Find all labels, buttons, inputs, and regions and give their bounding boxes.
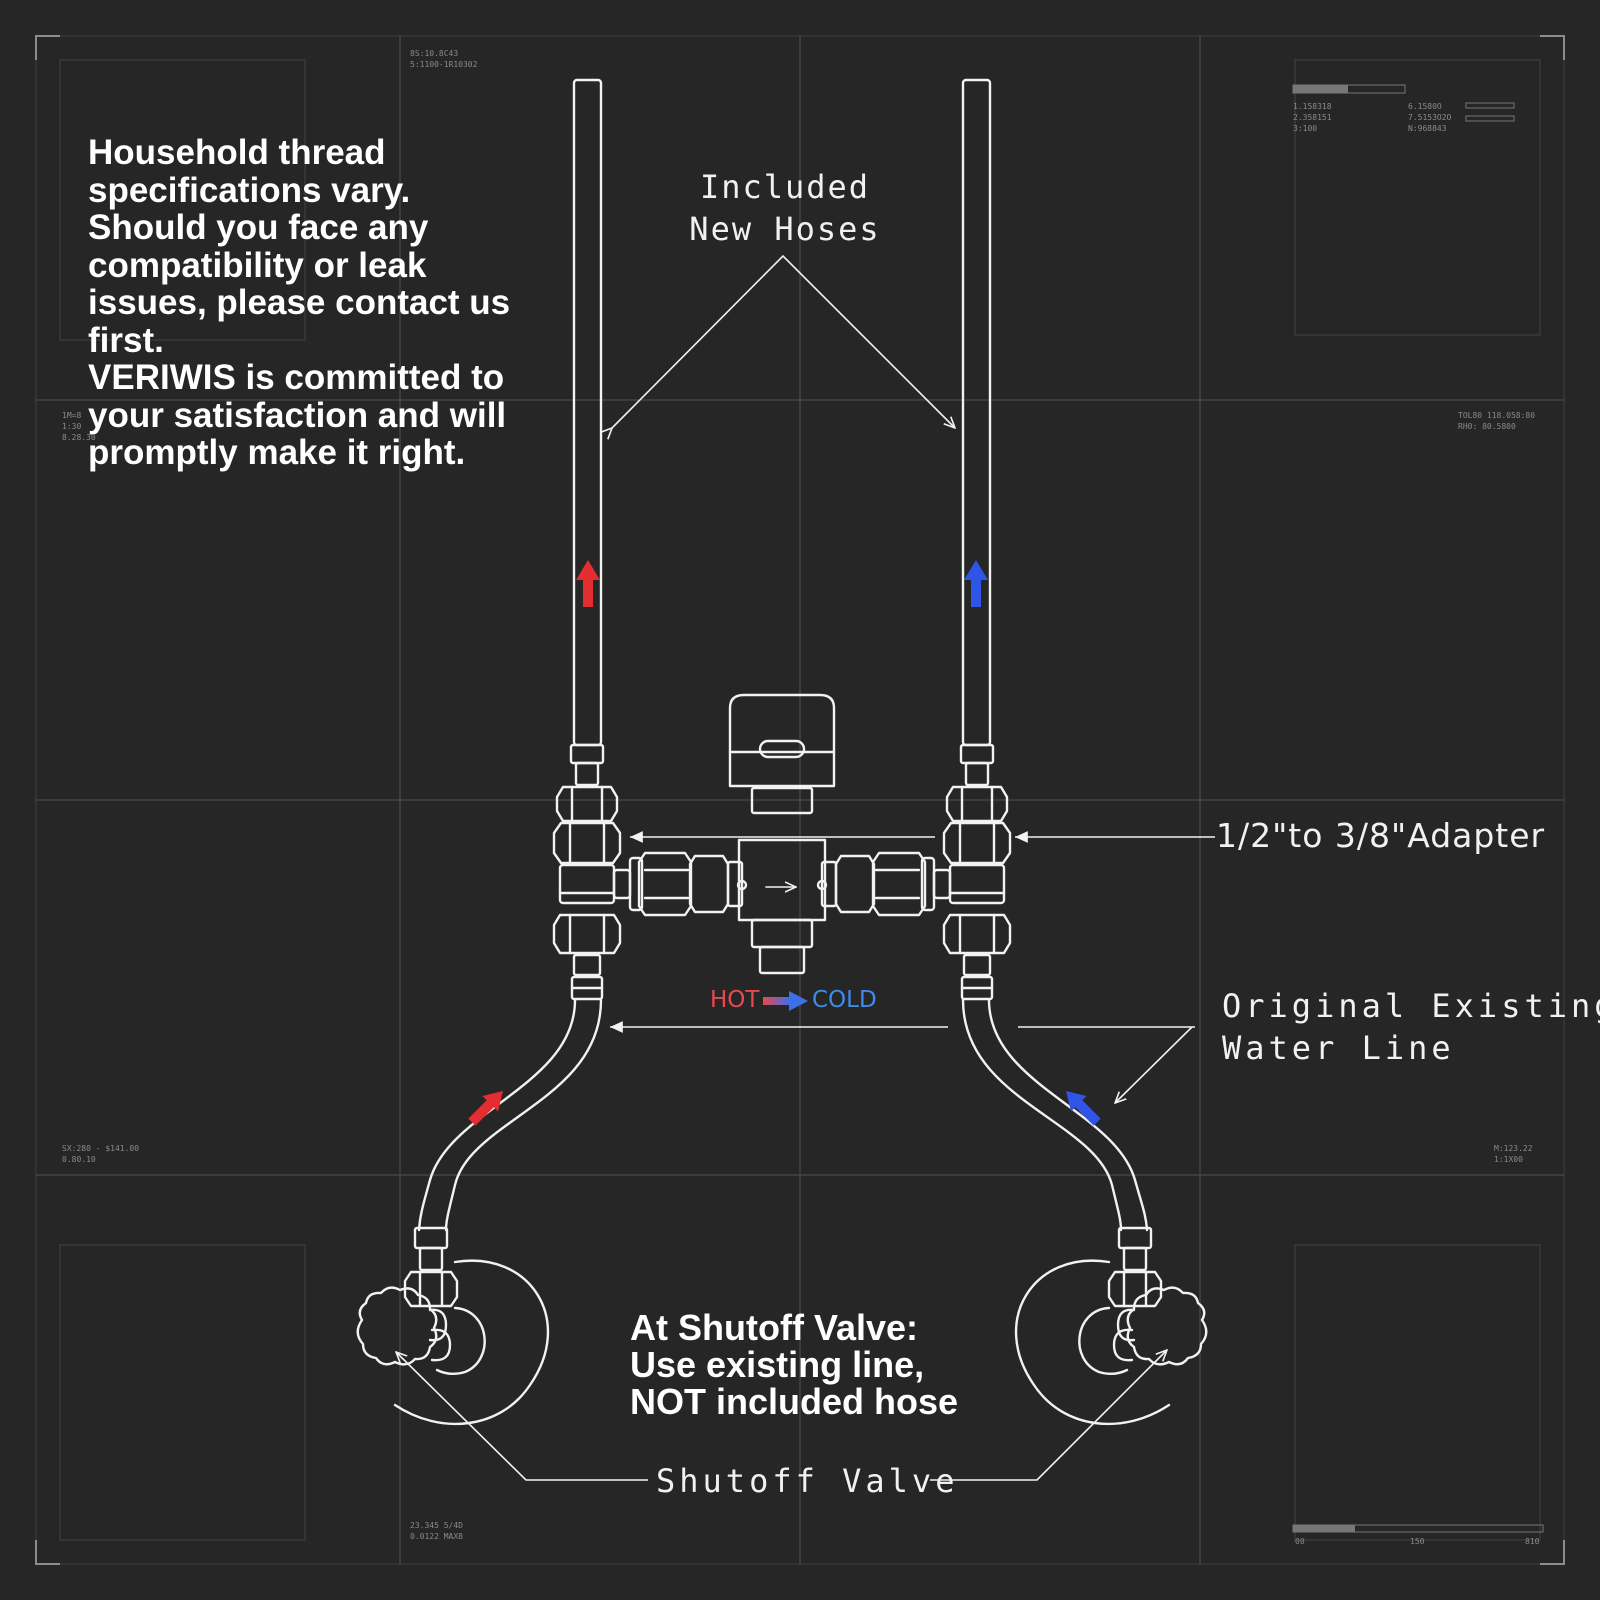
disclaimer-line: your satisfaction and will [88, 395, 507, 435]
blueprint-grid [35, 35, 1565, 1565]
title-block-text: 1:1X00 [1494, 1155, 1523, 1164]
disclaimer-line: first. [88, 320, 164, 360]
title-block-text: 1.158318 [1293, 102, 1332, 111]
original-water-line-label: Original Existing Water Line [1222, 985, 1600, 1069]
title-block-text: TOL80 118.058:80 [1458, 411, 1536, 420]
hot-to-cold-arrow-icon [763, 991, 808, 1011]
shutoff-valve-note: At Shutoff Valve: Use existing line, NOT… [630, 1309, 958, 1420]
valve-handle-knob-icon [1126, 1286, 1208, 1366]
title-block-text: 1:30 [62, 422, 82, 431]
included-hoses-label-line: New Hoses [689, 210, 881, 248]
title-block-text: M:123.22 [1494, 1144, 1533, 1153]
left-fitting-stack [552, 743, 632, 1001]
title-block-top-left: 8S:10.8C43 5:1100-1R10302 [410, 48, 477, 70]
title-block-text: 23.345 5/4D [410, 1521, 463, 1530]
title-block-text: 0.80.10 [62, 1155, 96, 1164]
title-block-text: 8.28.30 [62, 433, 96, 442]
title-block-text: 8S:10.8C43 [410, 49, 459, 58]
title-block-text: 00 [1295, 1537, 1305, 1546]
frame-corner-marks [35, 35, 1565, 1565]
original-water-line-label-line: Water Line [1222, 1029, 1455, 1067]
title-block-mid-right: TOL80 118.058:80 RH0: 80.5800 [1458, 410, 1535, 432]
shutoff-valve-left [356, 1259, 550, 1425]
included-hoses-label: Included New Hoses [660, 166, 910, 250]
left-horizontal-connector [628, 851, 748, 917]
disclaimer-line: specifications vary. [88, 170, 411, 210]
compatibility-disclaimer: Household thread specifications vary. Sh… [88, 134, 510, 472]
shutoff-valve-right [1014, 1259, 1208, 1425]
title-block-text: RH0: 80.5800 [1458, 422, 1516, 431]
plumbing-line-art [356, 78, 1208, 1425]
disclaimer-line: promptly make it right. [88, 433, 466, 472]
right-horizontal-connector [816, 851, 936, 917]
disclaimer-line: compatibility or leak [88, 245, 427, 285]
shutoff-note-line: At Shutoff Valve: [630, 1307, 919, 1348]
new-hose-left [572, 78, 603, 747]
title-block-top-right-b: 6.1580O 7.5153O2O N:968843 [1408, 101, 1451, 134]
title-block-low-right: M:123.22 1:1X00 [1494, 1143, 1533, 1165]
title-block-top-right-a: 1.158318 2.358151 3:100 [1293, 101, 1332, 134]
shutoff-valve-label: Shutoff Valve [656, 1462, 959, 1500]
original-water-line-label-line: Original Existing [1222, 987, 1600, 1025]
disclaimer-line: VERIWIS is committed to [88, 358, 505, 397]
title-block-low-left: SX:280 - $141.00 0.80.10 [62, 1143, 139, 1165]
adapter-label: 1/2"to 3/8"Adapter [1216, 816, 1546, 855]
title-block-text: SX:280 - $141.00 [62, 1144, 140, 1153]
title-block-text: N:968843 [1408, 124, 1447, 133]
mixing-valve [728, 693, 836, 975]
disclaimer-line: issues, please contact us [88, 283, 511, 322]
existing-water-line-left [403, 998, 603, 1308]
shutoff-note-line: NOT included hose [630, 1381, 959, 1422]
title-block-text: 7.5153O2O [1408, 113, 1452, 122]
included-hoses-label-line: Included [699, 168, 871, 206]
new-hose-right [961, 78, 992, 747]
cold-label: COLD [812, 987, 877, 1013]
right-fitting-stack [932, 743, 1012, 1001]
valve-handle-knob-icon [356, 1286, 438, 1366]
title-block-mid-left: 1M=8 1:30 8.28.30 [62, 410, 96, 443]
shutoff-note-line: Use existing line, [630, 1344, 925, 1385]
hot-flow-arrow-icon [468, 560, 600, 1126]
title-block-text: 6.1580O [1408, 102, 1442, 111]
title-block-text: 0.0122 MAX8 [410, 1532, 463, 1541]
title-block-text: 5:1100-1R10302 [410, 60, 478, 69]
title-block-text: 150 [1410, 1537, 1425, 1546]
title-block-text: 810 [1525, 1537, 1540, 1546]
disclaimer-line: Should you face any [88, 208, 429, 247]
title-block-text: 3:100 [1293, 124, 1318, 133]
existing-water-line-right [961, 998, 1163, 1308]
title-block-text: 2.358151 [1293, 113, 1332, 122]
title-block-bars [1292, 84, 1544, 1533]
cold-flow-arrow-icon [964, 560, 1101, 1126]
hot-label: HOT [710, 987, 760, 1013]
title-block-bottom-mid: 23.345 5/4D 0.0122 MAX8 [410, 1520, 463, 1542]
callout-lines [396, 254, 1215, 1481]
title-block-text: 1M=8 [62, 411, 82, 420]
disclaimer-line: Household thread [88, 133, 386, 172]
